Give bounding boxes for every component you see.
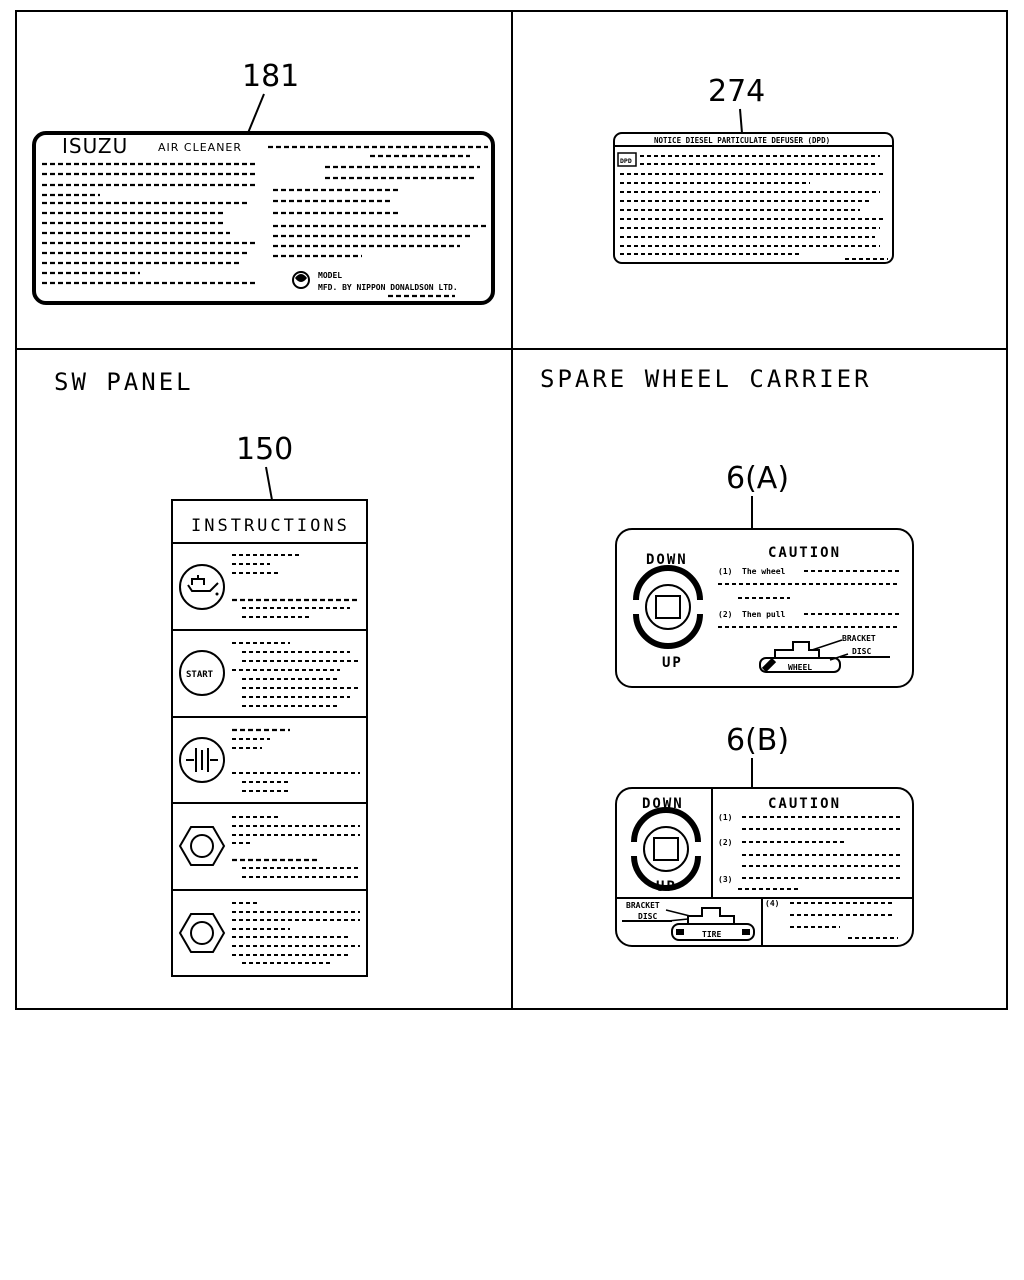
caution-a-fine-print [718,570,900,628]
diagram-frame [15,10,1008,1010]
crank-rotation-icon-b [631,807,701,891]
item1-number-a: (1) [718,567,732,576]
tire-bracket-diagram-b [622,907,755,941]
caution-b-fine-print [738,816,900,939]
dpd-badge-box [617,152,637,167]
bracket-label-a: BRACKET [842,634,876,643]
glow-plug-icon [179,737,225,783]
callout-181: 181 [242,59,299,94]
oil-instruction-text [232,554,360,618]
item2-text-a: Then pull [742,610,786,619]
caution-heading-a: CAUTION [768,545,841,561]
disc-label-a: DISC [852,647,871,656]
callout-6b: 6(B) [726,723,789,758]
dpd-notice-heading: NOTICE DIESEL PARTICULATE DEFUSER (DPD) [654,136,830,145]
donaldson-logo-icon [292,271,310,289]
item3-number-b: (3) [718,875,732,884]
hex-nut-icon-2 [178,913,226,953]
item4-number-b: (4) [765,899,779,908]
item1-number-b: (1) [718,813,732,822]
disc-label-b: DISC [638,912,657,921]
item2-number-a: (2) [718,610,732,619]
tire-label-b: TIRE [702,930,721,939]
wheel-label-a: WHEEL [788,663,812,672]
item2-number-b: (2) [718,838,732,847]
instructions-heading: INSTRUCTIONS [191,516,350,536]
start-icon-label: START [186,670,214,680]
dpd-notice-label-group: 274 NOTICE DIESEL PARTICULATE DEFUSER (D… [613,74,894,264]
caution-heading-b: CAUTION [768,796,841,812]
callout-6a: 6(A) [726,461,789,496]
dpd-notice-label-outline [613,132,894,264]
air-cleaner-label-outline [32,131,495,305]
sw-panel-title: SW PANEL [54,368,194,396]
spare-wheel-carrier-group: SPARE WHEEL CARRIER 6(A) DOWN UP CAUTION… [540,365,914,947]
caution-label-a-outline [615,528,914,688]
air-cleaner-text: AIR CLEANER [158,141,242,154]
dpd-notice-fine-print [620,155,888,260]
instructions-label-outline [171,499,368,977]
hex-nut-icon [178,826,226,866]
caution-label-a: 6(A) DOWN UP CAUTION (1) The wheel (2) T… [615,461,914,688]
manufacturer-text: MFD. BY NIPPON DONALDSON LTD. [318,283,458,292]
start-instruction-text [232,642,360,707]
up-label-a: UP [662,655,683,671]
caution-label-b-outline [615,787,914,947]
caution-label-b: 6(B) DOWN UP CAUTION (1) (2) (3) (4) [615,723,914,947]
start-button-icon: START [179,650,225,696]
bracket-label-b: BRACKET [626,901,660,910]
leader-line-150 [265,466,273,501]
leader-line-181 [247,93,265,134]
crank-rotation-icon-a [633,565,703,649]
leader-line-274 [739,108,743,134]
oil-can-icon [179,564,225,610]
item1-text-a: The wheel [742,567,786,576]
air-cleaner-fine-print [42,145,488,298]
callout-150: 150 [236,432,293,467]
spare-wheel-carrier-title: SPARE WHEEL CARRIER [540,365,872,393]
hex-nut-instruction-text [232,816,360,878]
air-cleaner-label-group: 181 ISUZU AIR CLEANER [32,59,495,305]
callout-274: 274 [708,74,765,109]
down-label-a: DOWN [646,552,688,568]
isuzu-brand-text: ISUZU [62,134,128,158]
wheel-bracket-diagram-a [759,639,890,673]
model-label: MODEL [318,271,342,280]
hex-nut-2-instruction-text [232,902,360,964]
glow-plug-instruction-text [232,728,360,792]
sw-panel-group: SW PANEL 150 INSTRUCTIONS START [54,368,368,977]
dpd-badge-text: DPD [620,157,632,165]
